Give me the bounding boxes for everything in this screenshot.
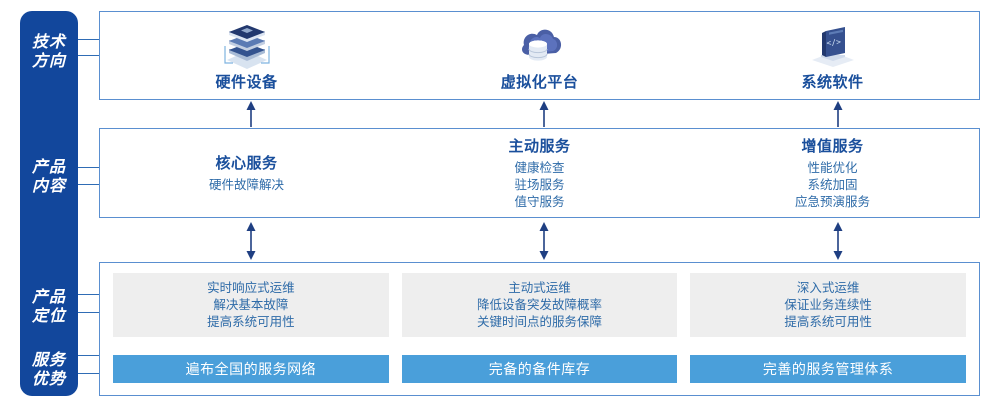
arrow-double-proactive: [539, 222, 549, 260]
content-item: 硬件故障解决: [208, 178, 284, 192]
connector-content-a: [78, 167, 100, 168]
laptop-code-icon: </>: [811, 27, 854, 67]
positioning-line: 关键时间点的服务保障: [477, 314, 603, 329]
content-title-value-added: 增值服务: [801, 138, 864, 155]
content-column-value-added[interactable]: 增值服务 性能优化 系统加固 应急预演服务: [686, 129, 979, 217]
tech-label-hardware: 硬件设备: [215, 74, 278, 91]
category-rail: 技术 方向 产品 内容 产品 定位 服务 优势: [20, 11, 78, 396]
advantage-bar-network[interactable]: 遍布全国的服务网络: [113, 355, 389, 383]
cloud-database-icon: [521, 29, 561, 61]
technology-panel: 硬件设备 虚拟化平台: [99, 11, 980, 100]
positioning-box-indepth[interactable]: 深入式运维 保证业务连续性 提高系统可用性: [690, 273, 967, 337]
arrow-double-core: [246, 222, 256, 260]
tech-label-virtualization: 虚拟化平台: [500, 74, 579, 91]
positioning-advantage-panel: 实时响应式运维 解决基本故障 提高系统可用性 主动式运维 降低设备突发故障概率 …: [99, 262, 980, 396]
arrow-up-hardware: [246, 101, 256, 127]
positioning-line: 提高系统可用性: [207, 314, 295, 329]
connector-position-a: [78, 294, 100, 295]
tech-item-system-software[interactable]: </> 系统软件: [686, 12, 979, 99]
content-column-core[interactable]: 核心服务 硬件故障解决: [100, 129, 393, 217]
advantage-bar-spare-parts[interactable]: 完备的备件库存: [401, 355, 678, 383]
connector-content-b: [78, 184, 100, 185]
positioning-line: 保证业务连续性: [784, 297, 872, 312]
content-item: 性能优化: [807, 161, 858, 175]
connector-tech-a: [78, 39, 100, 40]
positioning-line: 实时响应式运维: [207, 280, 295, 295]
arrow-double-value-added: [833, 222, 843, 260]
positioning-line: 主动式运维: [508, 280, 571, 295]
content-title-core: 核心服务: [215, 155, 278, 172]
rail-label-service-advantage: 服务 优势: [31, 352, 66, 388]
connector-position-b: [78, 312, 100, 313]
positioning-box-realtime[interactable]: 实时响应式运维 解决基本故障 提高系统可用性: [113, 273, 389, 337]
arrow-up-system-software: [833, 101, 843, 127]
connector-advantage-b: [78, 373, 100, 374]
svg-text:</>: </>: [826, 37, 841, 47]
rail-label-product-positioning: 产品 定位: [31, 289, 66, 325]
content-title-proactive: 主动服务: [508, 138, 571, 155]
positioning-box-proactive[interactable]: 主动式运维 降低设备突发故障概率 关键时间点的服务保障: [401, 273, 678, 337]
content-item: 健康检查: [514, 161, 565, 175]
rail-label-tech-direction: 技术 方向: [31, 34, 66, 70]
tech-item-virtualization[interactable]: 虚拟化平台: [393, 12, 686, 99]
arrow-up-virtualization: [539, 101, 549, 127]
advantage-bar-management[interactable]: 完善的服务管理体系: [690, 355, 967, 383]
rail-label-product-content: 产品 内容: [31, 159, 66, 195]
content-item: 系统加固: [807, 178, 858, 192]
content-item: 驻场服务: [514, 178, 565, 192]
positioning-row: 实时响应式运维 解决基本故障 提高系统可用性 主动式运维 降低设备突发故障概率 …: [113, 273, 967, 337]
content-item: 应急预演服务: [794, 195, 870, 209]
tech-label-system-software: 系统软件: [801, 74, 864, 91]
server-stack-icon: [223, 25, 270, 69]
positioning-line: 解决基本故障: [213, 297, 289, 312]
connector-tech-b: [78, 55, 100, 56]
connector-advantage-a: [78, 355, 100, 356]
content-item: 值守服务: [514, 195, 565, 209]
tech-item-hardware[interactable]: 硬件设备: [100, 12, 393, 99]
advantage-row: 遍布全国的服务网络 完备的备件库存 完善的服务管理体系: [113, 355, 967, 383]
product-content-panel: 核心服务 硬件故障解决 主动服务 健康检查 驻场服务 值守服务 增值服务 性能优…: [99, 128, 980, 218]
positioning-line: 提高系统可用性: [784, 314, 872, 329]
positioning-line: 深入式运维: [796, 280, 860, 295]
positioning-line: 降低设备突发故障概率: [477, 297, 603, 312]
content-column-proactive[interactable]: 主动服务 健康检查 驻场服务 值守服务: [393, 129, 686, 217]
